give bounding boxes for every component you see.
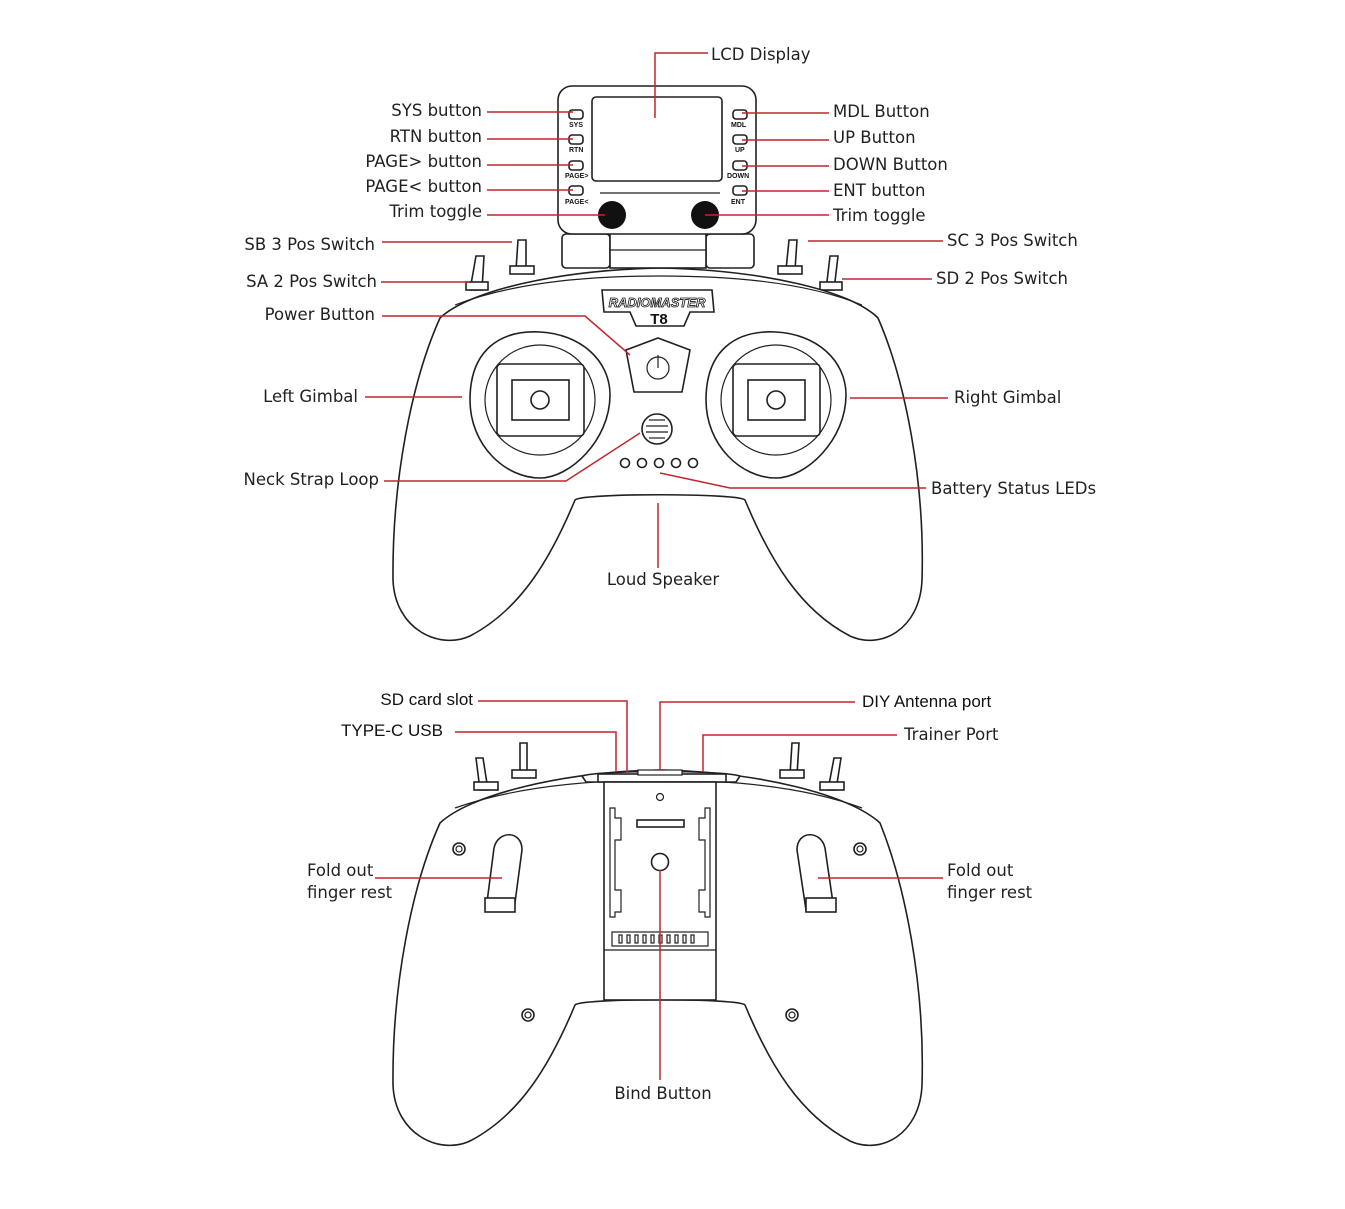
label-power-button: Power Button: [265, 305, 375, 324]
switch-sa: [465, 255, 489, 291]
label-up-button: UP Button: [833, 128, 916, 147]
label-rtn-button: RTN button: [390, 127, 482, 146]
svg-text:MDL: MDL: [731, 122, 747, 129]
label-lcd-display: LCD Display: [711, 45, 811, 64]
label-sa-switch: SA 2 Pos Switch: [246, 272, 377, 291]
power-button[interactable]: [625, 337, 691, 393]
label-right-gimbal: Right Gimbal: [954, 388, 1061, 407]
lcd-screen: [591, 96, 723, 182]
battery-leds: [619, 457, 699, 469]
label-left-gimbal: Left Gimbal: [263, 387, 358, 406]
finger-rest-right[interactable]: [796, 833, 837, 913]
switch-sc: [777, 239, 803, 275]
label-mdl-button: MDL Button: [833, 102, 930, 121]
label-fold-left-1: Fold out: [307, 861, 374, 880]
label-sb-switch: SB 3 Pos Switch: [244, 235, 375, 254]
svg-text:PAGE>: PAGE>: [565, 173, 588, 180]
label-page-prev-button: PAGE< button: [365, 177, 482, 196]
label-fold-right-2: finger rest: [947, 883, 1033, 902]
mdl-key[interactable]: [732, 109, 748, 120]
svg-text:UP: UP: [735, 147, 745, 154]
svg-text:ENT: ENT: [731, 199, 746, 206]
svg-text:PAGE<: PAGE<: [565, 199, 588, 206]
label-sys-button: SYS button: [391, 101, 482, 120]
label-neck-strap-loop: Neck Strap Loop: [244, 470, 380, 489]
label-trainer-port: Trainer Port: [903, 725, 999, 744]
label-battery-leds: Battery Status LEDs: [931, 479, 1096, 498]
radiomaster-logo: RADIOMASTER T8: [601, 289, 715, 328]
svg-text:SYS: SYS: [569, 122, 583, 129]
label-type-c-usb: TYPE-C USB: [341, 721, 443, 740]
switch-sb: [509, 239, 535, 275]
right-buttons: MDL UP DOWN ENT: [727, 109, 749, 206]
back-leader-lines: [375, 700, 943, 1080]
label-diy-antenna-port: DIY Antenna port: [862, 692, 991, 711]
svg-text:T8: T8: [650, 311, 668, 328]
label-sc-switch: SC 3 Pos Switch: [947, 231, 1078, 250]
left-gimbal[interactable]: [469, 331, 611, 479]
back-view: SD card slot TYPE-C USB DIY Antenna port…: [307, 690, 1033, 1146]
label-fold-left-2: finger rest: [307, 883, 393, 902]
label-sd-switch: SD 2 Pos Switch: [936, 269, 1068, 288]
right-gimbal[interactable]: [705, 331, 847, 479]
bind-button[interactable]: [650, 852, 670, 872]
battery-contacts: [618, 934, 695, 944]
top-port-strip: [580, 769, 742, 783]
label-down-button: DOWN Button: [833, 155, 948, 174]
switch-sd: [819, 255, 843, 291]
label-bind-button: Bind Button: [614, 1084, 711, 1103]
neck-strap-loop: [641, 413, 673, 445]
label-loud-speaker: Loud Speaker: [607, 570, 720, 589]
back-switches: [473, 742, 845, 791]
svg-text:DOWN: DOWN: [727, 173, 749, 180]
label-sd-card-slot: SD card slot: [380, 690, 473, 709]
label-fold-right-1: Fold out: [947, 861, 1014, 880]
finger-rest-left[interactable]: [484, 833, 523, 913]
screen-module: SYS RTN PAGE> PAGE< MDL UP DOWN ENT: [557, 85, 757, 269]
trim-toggle-left[interactable]: [598, 201, 626, 229]
label-page-next-button: PAGE> button: [365, 152, 482, 171]
screws: [452, 842, 867, 1022]
label-trim-toggle-left: Trim toggle: [388, 202, 482, 221]
front-leader-lines: [365, 52, 948, 568]
label-trim-toggle-right: Trim toggle: [832, 206, 926, 225]
svg-text:RADIOMASTER: RADIOMASTER: [609, 295, 706, 310]
antenna-port: [637, 769, 683, 776]
svg-text:RTN: RTN: [569, 147, 583, 154]
label-ent-button: ENT button: [833, 181, 926, 200]
front-view: SYS RTN PAGE> PAGE< MDL UP DOWN ENT RADI…: [244, 45, 1096, 641]
